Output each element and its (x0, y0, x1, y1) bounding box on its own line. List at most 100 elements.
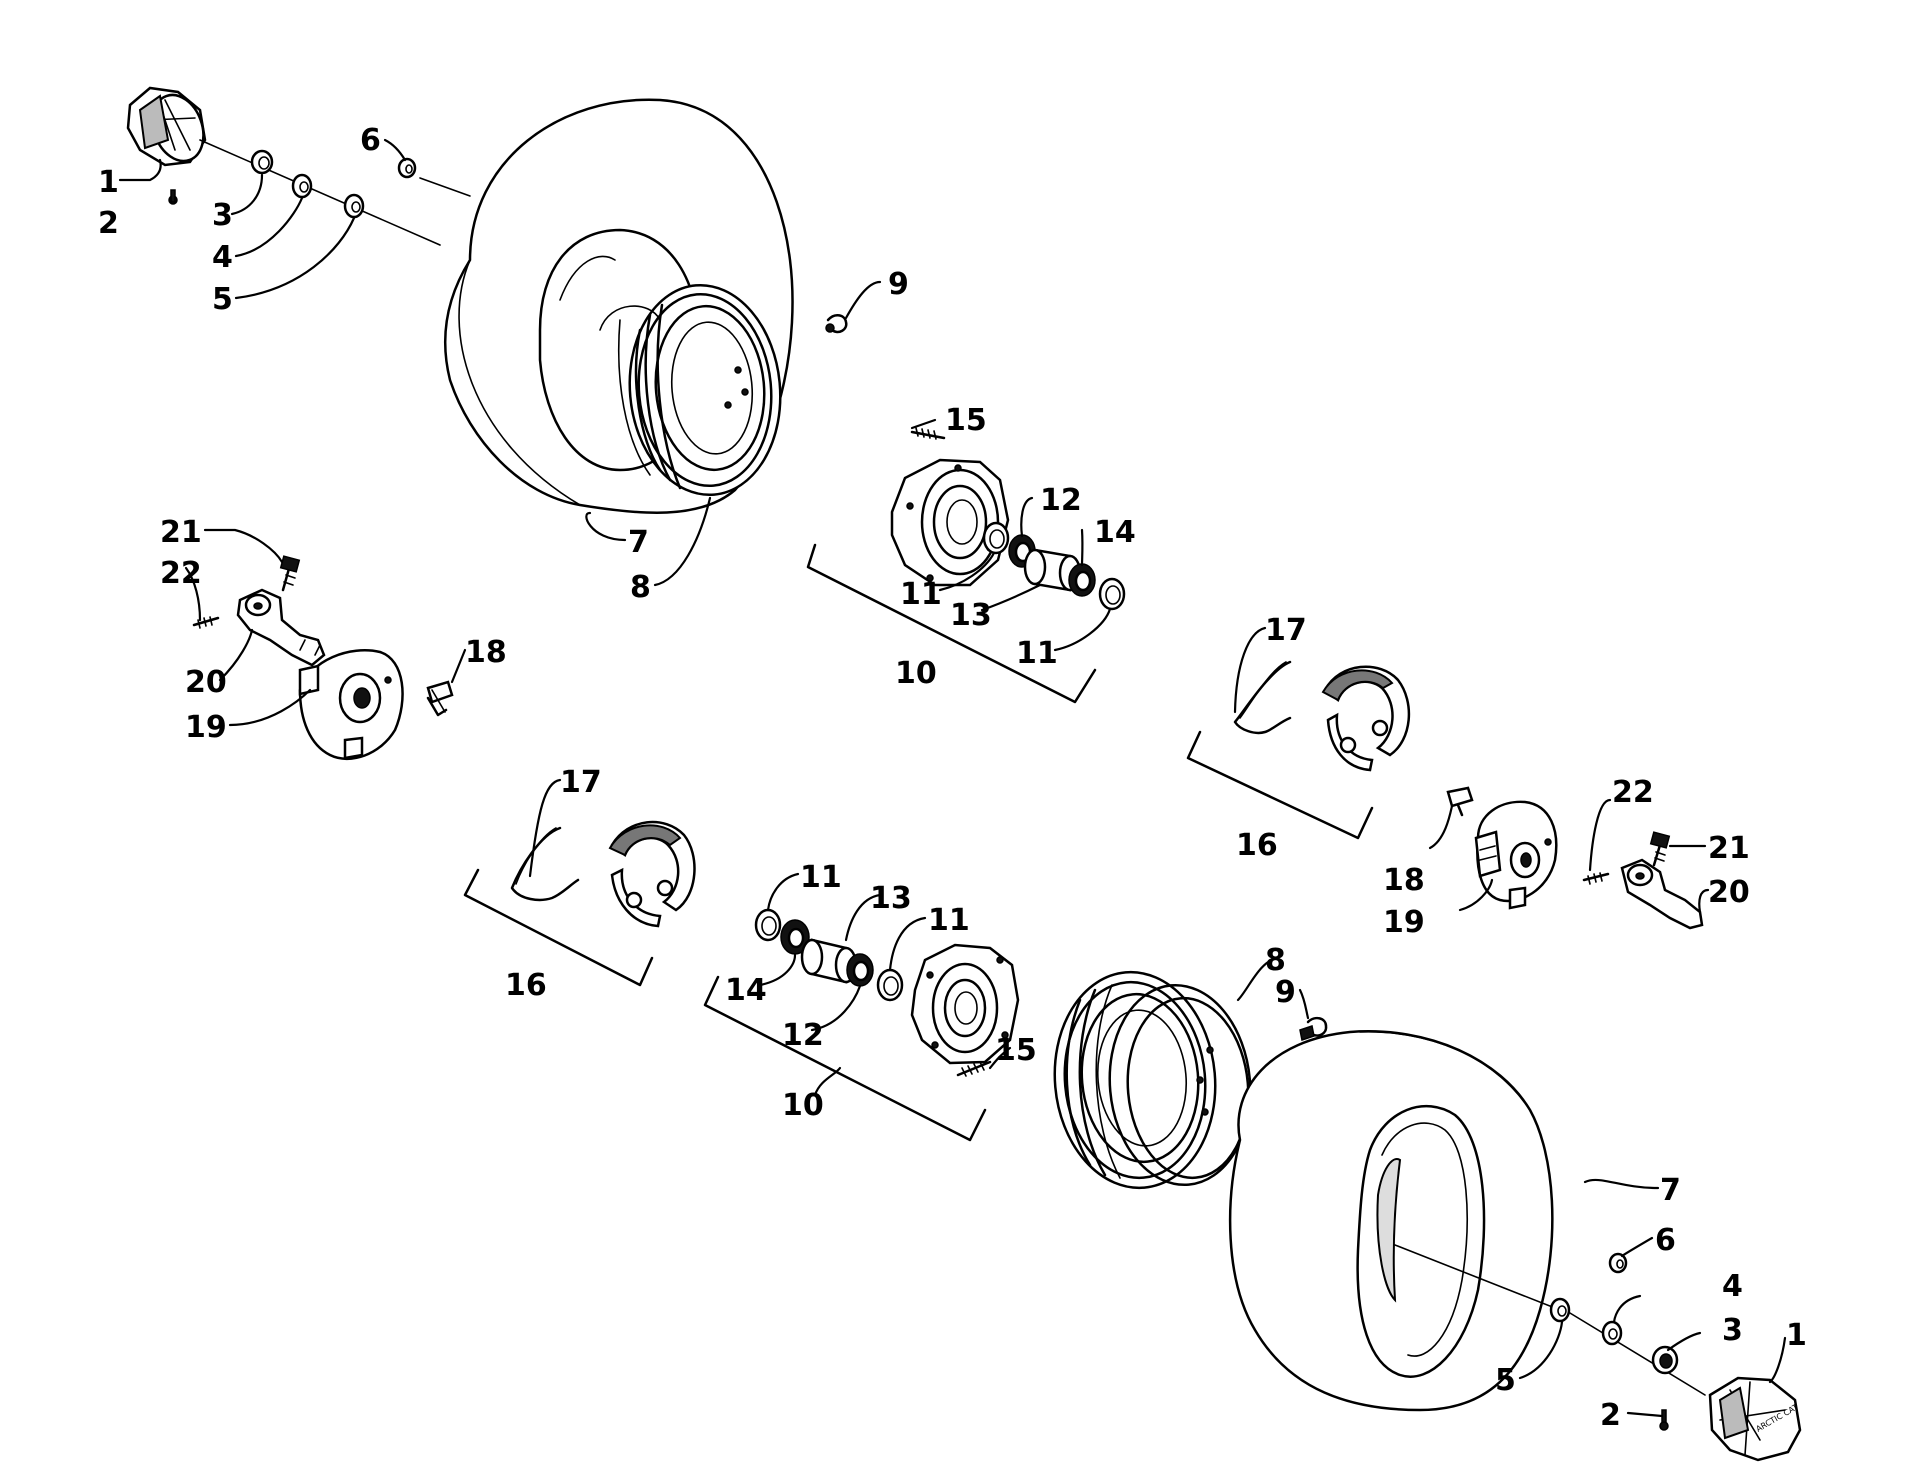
seal-11-lower-b (876, 968, 904, 1002)
callout-13-lower: 13 (870, 881, 912, 916)
brake-shoe-16-left (608, 820, 696, 928)
callout-20-right: 20 (1708, 875, 1750, 910)
callout-1-lower: 1 (1786, 1318, 1807, 1353)
callout-16-right: 16 (1236, 828, 1278, 863)
callout-16-left: 16 (505, 968, 547, 1003)
hub-cap-upper (126, 86, 207, 167)
callout-14-lower: 14 (725, 973, 767, 1008)
callout-18-right: 18 (1383, 863, 1425, 898)
callout-7-upper: 7 (628, 525, 649, 560)
cam-18-left (426, 680, 454, 717)
callout-18-left: 18 (465, 635, 507, 670)
callout-2-lower: 2 (1600, 1398, 1621, 1433)
pin-22-left (192, 616, 220, 629)
callout-4-upper: 4 (212, 240, 233, 275)
washer-4-lower (1601, 1320, 1623, 1346)
bracket-10-lower (703, 975, 987, 1142)
callout-5-upper: 5 (212, 282, 233, 317)
tire-lower (1228, 1030, 1554, 1412)
callout-3-lower: 3 (1722, 1313, 1743, 1348)
callout-12-upper: 12 (1040, 483, 1082, 518)
valve-stem-lower (1299, 1016, 1328, 1041)
hub-upper (890, 458, 1010, 587)
upper-hub-group (806, 427, 1126, 704)
callout-17-right: 17 (1265, 613, 1307, 648)
seal-11-upper-a (982, 521, 1010, 555)
backing-plate-19-left (298, 649, 404, 760)
pin-22-right (1582, 872, 1610, 885)
callout-4-lower: 4 (1722, 1269, 1743, 1304)
brake-shoe-16-right (1321, 665, 1411, 772)
hub-lower (910, 943, 1020, 1065)
callout-5-lower: 5 (1495, 1363, 1516, 1398)
callout-19-left: 19 (185, 710, 227, 745)
bearing-14-upper (1068, 563, 1096, 597)
cotter-pin-lower (1659, 1409, 1669, 1431)
callout-10-upper: 10 (895, 656, 937, 691)
callout-2-upper: 2 (98, 206, 119, 241)
callout-22-left: 22 (160, 556, 202, 591)
left-lower-shoe-group (463, 820, 696, 987)
callouts: 1 2 3 4 5 6 7 8 9 15 12 14 11 13 11 10 2… (98, 123, 1807, 1433)
callout-7-lower: 7 (1660, 1173, 1681, 1208)
bracket-16-left (463, 868, 654, 987)
callout-10-lower: 10 (782, 1088, 824, 1123)
callout-12-lower: 12 (782, 1018, 824, 1053)
callout-1-upper: 1 (98, 165, 119, 200)
lower-wheel-group: ARCTIC CAT (1053, 970, 1802, 1462)
valve-stem-upper (825, 314, 848, 334)
seal-11-upper-b (1098, 577, 1126, 611)
bracket-16-right (1186, 730, 1374, 840)
callout-15-lower: 15 (995, 1033, 1037, 1068)
callout-21-left: 21 (160, 515, 202, 550)
callout-20-left: 20 (185, 665, 227, 700)
lug-nut-6-lower (1608, 1252, 1628, 1274)
callout-9-upper: 9 (888, 267, 909, 302)
callout-19-right: 19 (1383, 905, 1425, 940)
stud-15-lower (956, 1060, 992, 1077)
callout-17-left: 17 (560, 765, 602, 800)
callout-22-right: 22 (1612, 775, 1654, 810)
brake-arm-20-left (236, 588, 326, 667)
spacer-5-lower (1549, 1297, 1571, 1323)
seal-11-lower-a (754, 908, 782, 942)
nut-3-upper (250, 149, 274, 175)
callout-11-upper-b: 11 (1016, 636, 1058, 671)
nut-3-lower (1651, 1345, 1679, 1375)
callout-9-lower: 9 (1275, 975, 1296, 1010)
callout-11-lower-a: 11 (800, 860, 842, 895)
right-upper-shoe-group (1186, 660, 1411, 840)
bolt-21-right (1649, 831, 1671, 867)
bearing-12-lower (846, 953, 874, 987)
callout-8-lower: 8 (1265, 943, 1286, 978)
brake-arm-20-right (1620, 858, 1704, 930)
lower-hub-group (703, 908, 1020, 1142)
rim-lower (1053, 970, 1252, 1190)
callout-6-upper: 6 (360, 123, 381, 158)
callout-6-lower: 6 (1655, 1223, 1676, 1258)
callout-13-upper: 13 (950, 598, 992, 633)
callout-21-right: 21 (1708, 831, 1750, 866)
hub-cap-lower: ARCTIC CAT (1708, 1376, 1802, 1462)
lug-nut-6-upper (397, 157, 417, 179)
callout-3-upper: 3 (212, 198, 233, 233)
callout-15-upper: 15 (945, 403, 987, 438)
cam-18-right (1446, 786, 1474, 817)
left-brake-group (192, 555, 454, 760)
bracket-10-upper (806, 543, 1097, 704)
washer-4-upper (291, 173, 313, 199)
callout-14-upper: 14 (1094, 515, 1136, 550)
callout-11-lower-b: 11 (928, 903, 970, 938)
backing-plate-19-right (1474, 800, 1558, 910)
bolt-21-left (279, 555, 301, 592)
spring-17-right (1233, 660, 1292, 735)
upper-wheel-group (126, 86, 848, 514)
callout-8-upper: 8 (630, 570, 651, 605)
spacer-5-upper (343, 193, 365, 219)
callout-11-upper-a: 11 (900, 577, 942, 612)
right-brake-group (1446, 786, 1704, 930)
stud-15-upper (910, 427, 946, 440)
leader-lines (118, 138, 1787, 1418)
rim-upper (599, 283, 782, 497)
